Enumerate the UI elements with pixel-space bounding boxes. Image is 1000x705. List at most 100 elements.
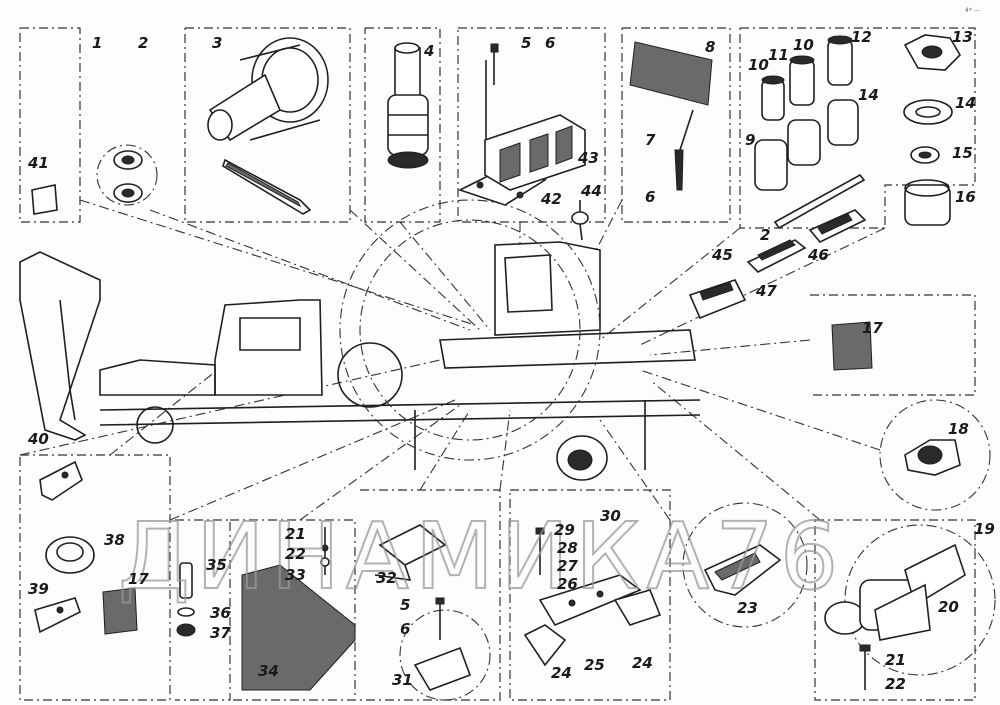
callout-c33: 33 (285, 566, 306, 584)
frame-31-32 (360, 489, 501, 701)
callout-c27: 27 (557, 557, 578, 575)
connector-housing-icon (207, 37, 329, 142)
callout-c2b: 2 (760, 226, 770, 244)
insulator-icon (571, 200, 589, 241)
frame-8 (621, 27, 731, 223)
callout-c11: 11 (768, 46, 789, 64)
callout-c39: 39 (28, 580, 49, 598)
callout-c10a: 10 (748, 56, 769, 74)
callout-c10b: 10 (793, 36, 814, 54)
frame-38-41 (19, 454, 171, 701)
callout-c5b: 5 (400, 596, 410, 614)
frame-3 (184, 27, 351, 223)
callout-c44: 44 (580, 182, 602, 200)
cable-tie-2-icon (773, 173, 866, 230)
callout-c3: 3 (212, 34, 222, 52)
callout-c6c: 6 (400, 620, 410, 638)
callout-c21b: 21 (285, 525, 306, 543)
callout-c43: 43 (577, 149, 599, 167)
callout-c6b: 6 (645, 188, 655, 206)
callout-c21a: 21 (885, 651, 906, 669)
callout-c24b: 24 (632, 654, 653, 672)
callout-numbers: 1 2 3 4 5 6 8 7 6 10 11 10 12 14 9 13 14… (27, 28, 995, 693)
frame-34 (230, 519, 356, 701)
callout-c41: 41 (27, 154, 49, 172)
small-plate-icon (31, 184, 58, 215)
callout-c17b: 17 (128, 570, 149, 588)
callout-c22c: 22 (885, 675, 906, 693)
terminal-block-icon (457, 114, 586, 206)
label-plate-icon (629, 41, 713, 106)
grommet-icon (96, 144, 158, 206)
plate-17-lower-icon (102, 587, 138, 635)
truck-crane (19, 199, 701, 470)
callout-c15: 15 (952, 144, 973, 162)
callout-c36: 36 (210, 604, 231, 622)
grommet-30-icon (556, 435, 608, 481)
callout-c8: 8 (705, 38, 715, 56)
plate-17-icon (831, 321, 873, 371)
clip-icon (39, 460, 83, 501)
callout-c2: 2 (138, 34, 148, 52)
screw-icon (485, 43, 499, 150)
callout-c13: 13 (952, 28, 973, 46)
parts (31, 34, 996, 701)
frame-19-22 (814, 519, 976, 701)
callout-c47: 47 (755, 282, 777, 300)
callout-c30: 30 (600, 507, 621, 525)
callout-c14b: 14 (955, 94, 976, 112)
large-grommet-icon (45, 536, 95, 574)
callout-c14a: 14 (858, 86, 879, 104)
callout-c23: 23 (737, 599, 758, 617)
frame-35 (175, 519, 231, 701)
callout-c17a: 17 (862, 319, 883, 337)
callout-c24a: 24 (551, 664, 572, 682)
bolt-washer-nut-icon (176, 562, 196, 637)
frame-5-6 (457, 27, 606, 223)
watermark-text: ДИНАМИКА76 (118, 503, 844, 610)
callout-c26: 26 (557, 575, 578, 593)
callout-c31: 31 (392, 671, 413, 689)
bracket-assembly-icon (523, 527, 662, 667)
callout-c46: 46 (807, 246, 829, 264)
frame-4 (364, 27, 441, 223)
callout-c32: 32 (376, 569, 397, 587)
callout-c12: 12 (851, 28, 872, 46)
callout-c4: 4 (423, 42, 434, 60)
frame-17 (810, 294, 976, 396)
cover-plate-icon (241, 564, 356, 691)
callout-c35: 35 (206, 556, 227, 574)
small-clip-icon (34, 597, 81, 634)
callout-c28: 28 (557, 539, 578, 557)
callout-c5a: 5 (521, 34, 531, 52)
callout-c6a: 6 (545, 34, 555, 52)
bushing-icon (387, 42, 429, 169)
clamp-icon (399, 597, 491, 701)
callout-c22b: 22 (285, 545, 306, 563)
callout-c40: 40 (27, 430, 49, 448)
callout-c9: 9 (745, 131, 755, 149)
callout-c16: 16 (955, 188, 976, 206)
fitting-icon (879, 399, 991, 511)
callout-c18: 18 (948, 420, 969, 438)
clip-23-icon (682, 502, 808, 628)
frame-24-29 (509, 489, 671, 701)
callout-c21c: 21 (885, 651, 906, 669)
callout-c37: 37 (210, 624, 231, 642)
screw-2-icon (674, 109, 694, 191)
nut-washer-icon (903, 34, 962, 226)
connector-plugs-icon (754, 35, 859, 191)
callout-c42: 42 (540, 190, 562, 208)
bracket-32-icon (374, 524, 447, 581)
screw-washer-icon (320, 527, 330, 575)
callout-c1: 1 (92, 34, 102, 52)
callout-c7: 7 (645, 131, 656, 149)
callout-c22a: 22 (885, 675, 906, 693)
cable-tie-icon (222, 158, 312, 215)
callout-c38: 38 (104, 531, 125, 549)
callout-c25: 25 (584, 656, 605, 674)
callout-c34: 34 (258, 662, 279, 680)
frame-41 (19, 27, 81, 223)
